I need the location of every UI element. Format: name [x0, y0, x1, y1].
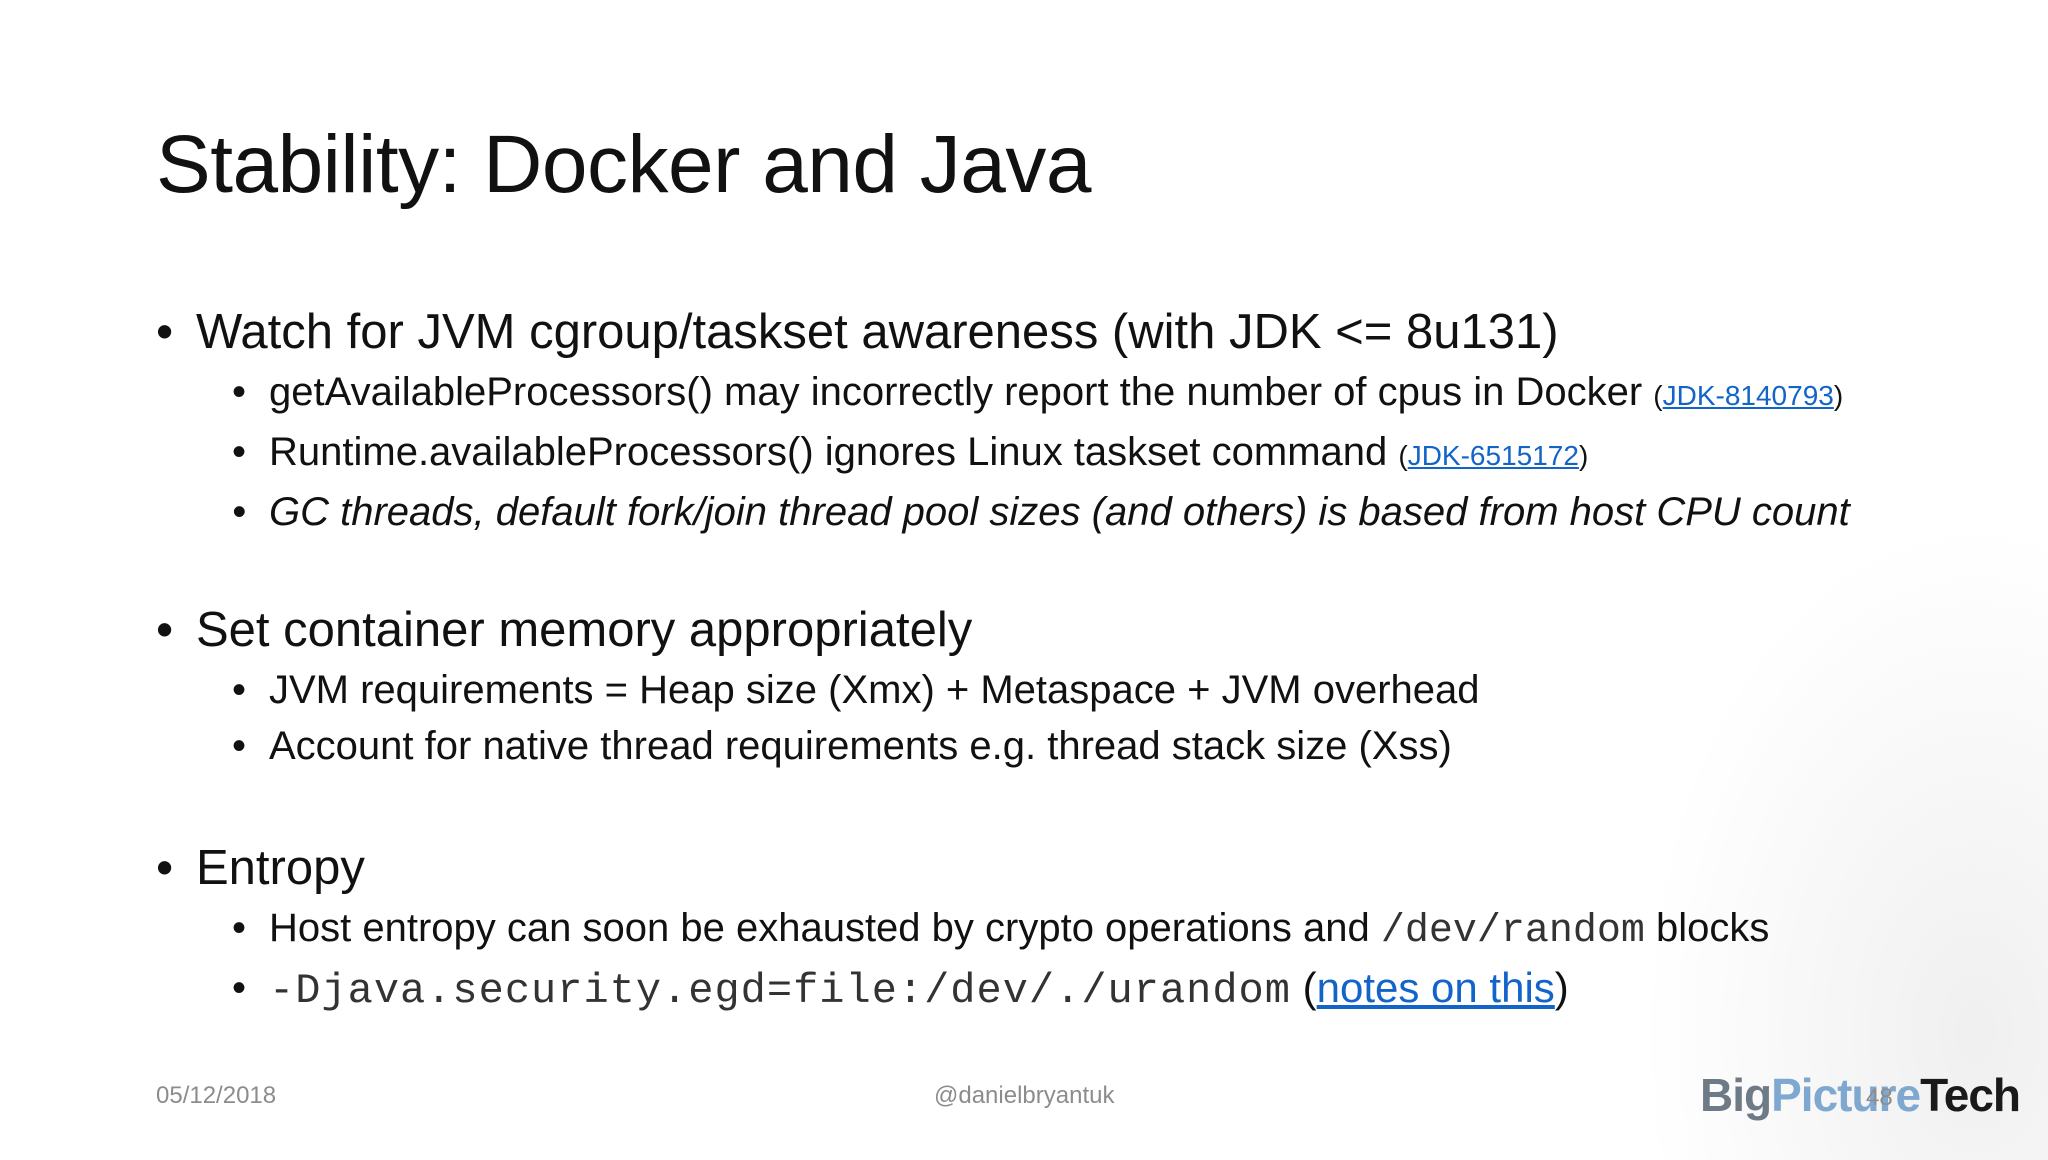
jdk-8140793-link[interactable]: JDK-8140793 [1662, 380, 1834, 411]
egd-flag-code: -Djava.security.egd=file:/dev/./urandom [269, 967, 1291, 1015]
sub-bullet-text: Host entropy can soon be exhausted by cr… [269, 906, 1381, 950]
notes-close-paren: ) [1554, 964, 1569, 1011]
jdk-6515172-link[interactable]: JDK-6515172 [1407, 440, 1579, 471]
ref-open-paren: ( [1398, 440, 1408, 471]
notes-open-paren: ( [1290, 964, 1317, 1011]
footer-handle: @danielbryantuk [934, 1082, 1115, 1109]
sub-bullet-host-entropy: Host entropy can soon be exhausted by cr… [232, 900, 2026, 960]
sub-bullet-native-thread: Account for native thread requirements e… [232, 718, 2026, 774]
ref-open-paren: ( [1653, 380, 1663, 411]
bigpicturetech-logo: BigPictureTech [1700, 1068, 2021, 1122]
logo-part-big: Big [1700, 1069, 1772, 1121]
sub-bullet-jvm-requirements: JVM requirements = Heap size (Xmx) + Met… [232, 662, 2026, 718]
sub-bullet-text-end: blocks [1644, 906, 1770, 950]
spacer [156, 540, 2026, 598]
notes-on-this-link[interactable]: notes on this [1316, 964, 1555, 1011]
bullet-jvm-awareness: Watch for JVM cgroup/taskset awareness (… [156, 300, 2026, 364]
logo-part-picture: Picture [1771, 1069, 1921, 1121]
bullet-container-memory: Set container memory appropriately [156, 598, 2026, 662]
ref-close-paren: ) [1833, 380, 1844, 411]
footer-date: 05/12/2018 [156, 1082, 277, 1109]
spacer [156, 774, 2026, 836]
bullet-entropy: Entropy [156, 836, 2026, 900]
logo-part-tech: Tech [1920, 1069, 2021, 1121]
ref-close-paren: ) [1578, 440, 1589, 471]
slide-title: Stability: Docker and Java [156, 119, 1092, 210]
sub-bullet-runtime-processors: Runtime.availableProcessors() ignores Li… [232, 424, 2026, 484]
sub-bullet-getavailableprocessors: getAvailableProcessors() may incorrectly… [232, 364, 2026, 424]
sub-bullet-text: getAvailableProcessors() may incorrectly… [269, 370, 1654, 414]
dev-random-code: /dev/random [1380, 909, 1645, 954]
sub-bullet-urandom: -Djava.security.egd=file:/dev/./urandom … [232, 960, 2026, 1019]
sub-bullet-gc-threads: GC threads, default fork/join thread poo… [232, 484, 2026, 540]
bullet-list: Watch for JVM cgroup/taskset awareness (… [156, 300, 2026, 1019]
sub-bullet-text: Runtime.availableProcessors() ignores Li… [269, 430, 1399, 474]
page-number: 48 [1866, 1084, 1893, 1111]
